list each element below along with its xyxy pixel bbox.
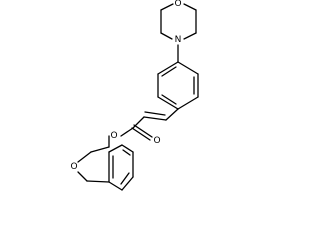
phenylene-ring (157, 61, 199, 110)
bond (108, 144, 123, 153)
morpholine-oxygen-label: O (174, 0, 181, 9)
bond (157, 96, 179, 110)
bond (160, 32, 173, 40)
bond (77, 171, 88, 182)
carbonyl-oxygen-label: O (153, 136, 160, 146)
bond (108, 181, 123, 191)
bond (132, 116, 145, 129)
bond (161, 66, 177, 77)
bond (183, 3, 197, 11)
bond (121, 176, 134, 191)
ring-oxygen-label: O (70, 162, 77, 172)
bond (122, 149, 131, 156)
bond (86, 180, 110, 183)
molecule-canvas: O N O O O (70, 0, 199, 191)
bond (144, 111, 166, 116)
bond (177, 61, 199, 75)
bond (131, 127, 151, 141)
isochroman-ring-system (77, 135, 134, 191)
bond (77, 151, 92, 163)
bond (120, 172, 130, 185)
bond (157, 61, 179, 75)
acrylate-chain (120, 108, 179, 141)
bond (183, 32, 197, 40)
bond (165, 108, 179, 121)
bond (143, 116, 167, 121)
bond (177, 96, 199, 110)
morpholine-nitrogen-label: N (175, 35, 182, 45)
chemical-structure-diagram: O N O O O (70, 0, 199, 191)
bond (133, 124, 153, 138)
ester-oxygen-label: O (110, 131, 117, 141)
bond (120, 127, 134, 137)
morpholine-ring (160, 3, 197, 40)
bond (160, 3, 174, 11)
bond (121, 144, 134, 153)
bond (90, 146, 110, 153)
bond (161, 94, 177, 105)
